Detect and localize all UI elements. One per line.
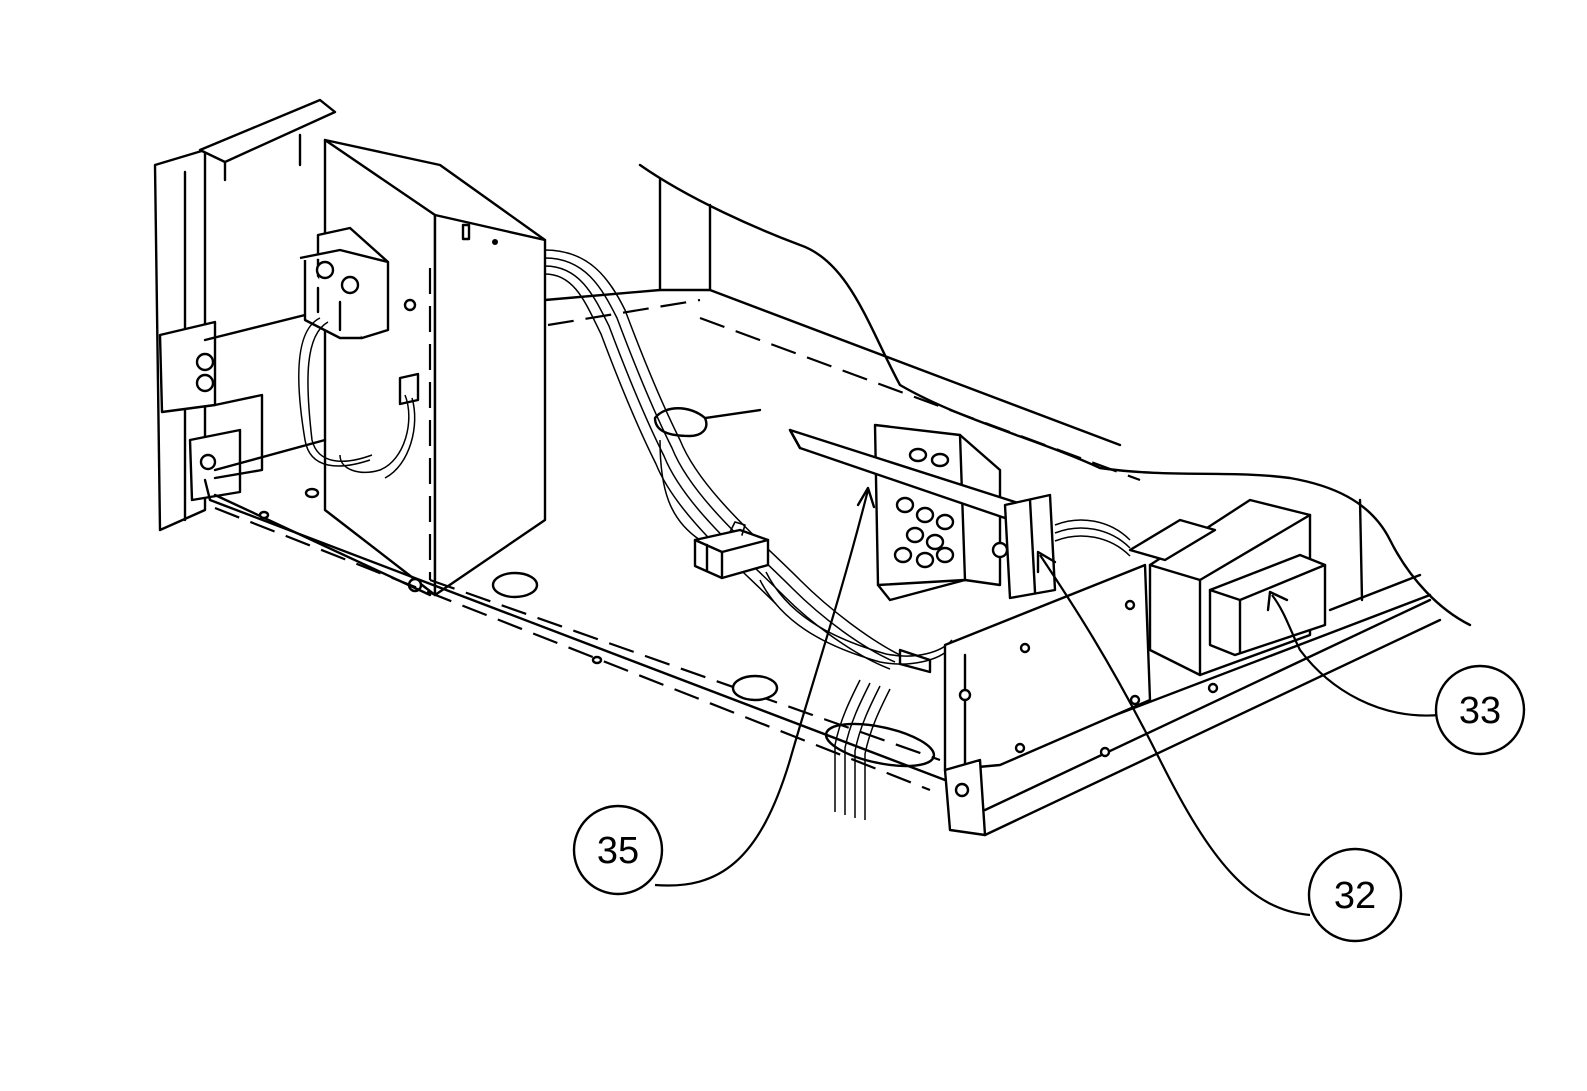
leader-lines	[654, 486, 1441, 917]
front-plate	[943, 563, 1442, 837]
connector-plug	[693, 521, 770, 580]
left-wiring	[298, 317, 416, 479]
leader-32	[1039, 554, 1311, 917]
base-plate	[203, 478, 1432, 792]
left-inner-wall	[203, 138, 547, 597]
module-holes	[893, 447, 955, 569]
callout-35: 35	[572, 804, 664, 896]
center-module	[788, 423, 1131, 602]
arrow-32	[1036, 550, 1057, 574]
callout-label-32: 32	[1334, 875, 1376, 917]
leader-33	[1271, 594, 1441, 717]
arrow-35	[856, 486, 876, 509]
leader-35	[654, 489, 870, 887]
callout-32: 32	[1307, 847, 1403, 943]
transformer	[1128, 498, 1327, 677]
arrow-33	[1266, 590, 1289, 612]
left-bracket	[153, 98, 337, 532]
callout-label-33: 33	[1459, 690, 1501, 732]
callout-33: 33	[1434, 664, 1526, 756]
callout-label-35: 35	[597, 830, 639, 872]
rear-wall	[543, 163, 1472, 627]
